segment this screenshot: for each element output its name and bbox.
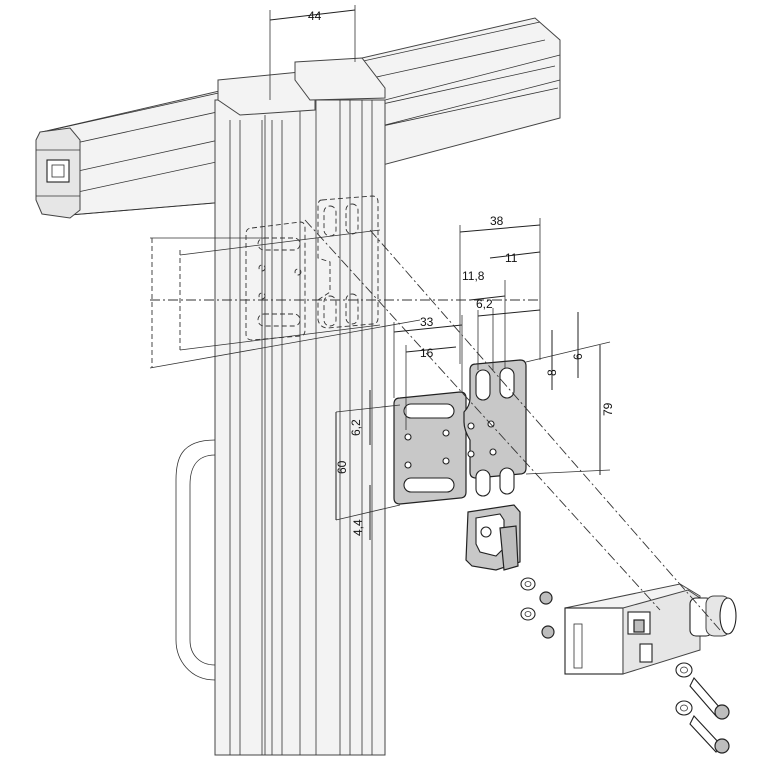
safety-switch bbox=[564, 583, 737, 675]
dim-11-8: 11,8 bbox=[462, 269, 485, 283]
fasteners-left bbox=[520, 577, 555, 639]
dim-60: 60 bbox=[335, 460, 349, 474]
dim-44: 44 bbox=[308, 9, 322, 23]
dim-79: 79 bbox=[601, 402, 615, 416]
actuator-bracket bbox=[465, 504, 521, 571]
projection-lines bbox=[149, 219, 721, 631]
dim-6: 6 bbox=[571, 353, 585, 360]
dim-4-4: 4,4 bbox=[351, 519, 365, 536]
mounting-plate-right bbox=[463, 359, 527, 497]
door-handle bbox=[175, 439, 216, 681]
vertical-extrusion bbox=[214, 57, 386, 756]
dimension-lines bbox=[151, 5, 611, 540]
phantom-plates bbox=[245, 195, 379, 341]
mounting-plate-left bbox=[393, 391, 467, 505]
dimension-labels: 44 33 16 38 11,8 11 6,2 79 8 6 60 6,2 4,… bbox=[308, 9, 615, 536]
dim-6-2-top: 6,2 bbox=[476, 297, 493, 311]
dim-33: 33 bbox=[420, 315, 434, 329]
dim-8: 8 bbox=[545, 369, 559, 376]
dim-11: 11 bbox=[505, 251, 518, 265]
dim-16: 16 bbox=[420, 346, 434, 360]
fasteners-right bbox=[675, 662, 730, 754]
dim-38: 38 bbox=[490, 214, 504, 228]
dim-6-2-left: 6,2 bbox=[349, 419, 363, 436]
